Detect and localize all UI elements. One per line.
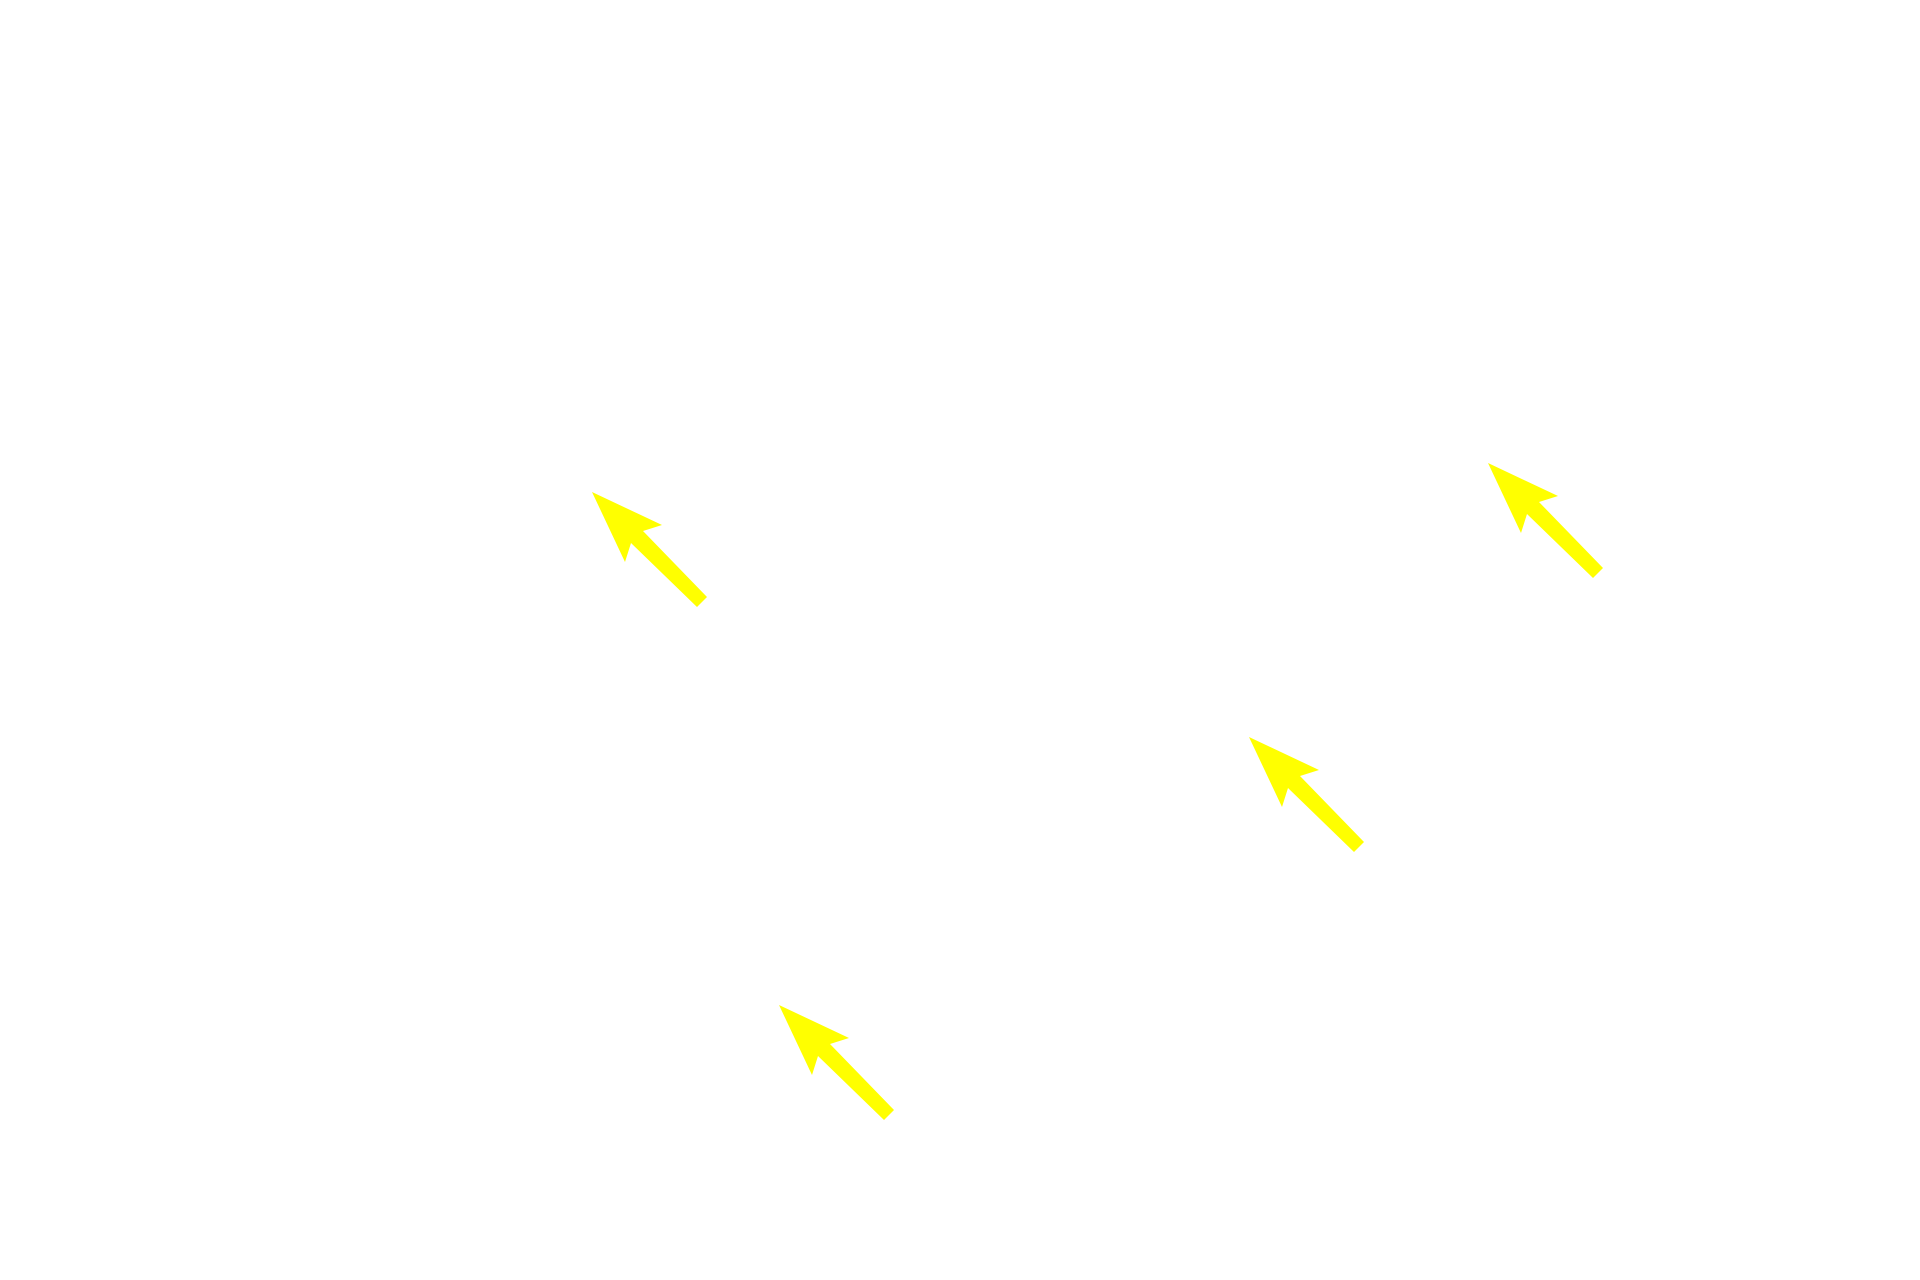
arrow-icon: [1249, 737, 1364, 852]
arrow-group: [592, 463, 1603, 1120]
arrow-icon: [1488, 463, 1603, 578]
arrow-icon: [592, 492, 707, 607]
arrow-icon: [779, 1005, 894, 1120]
